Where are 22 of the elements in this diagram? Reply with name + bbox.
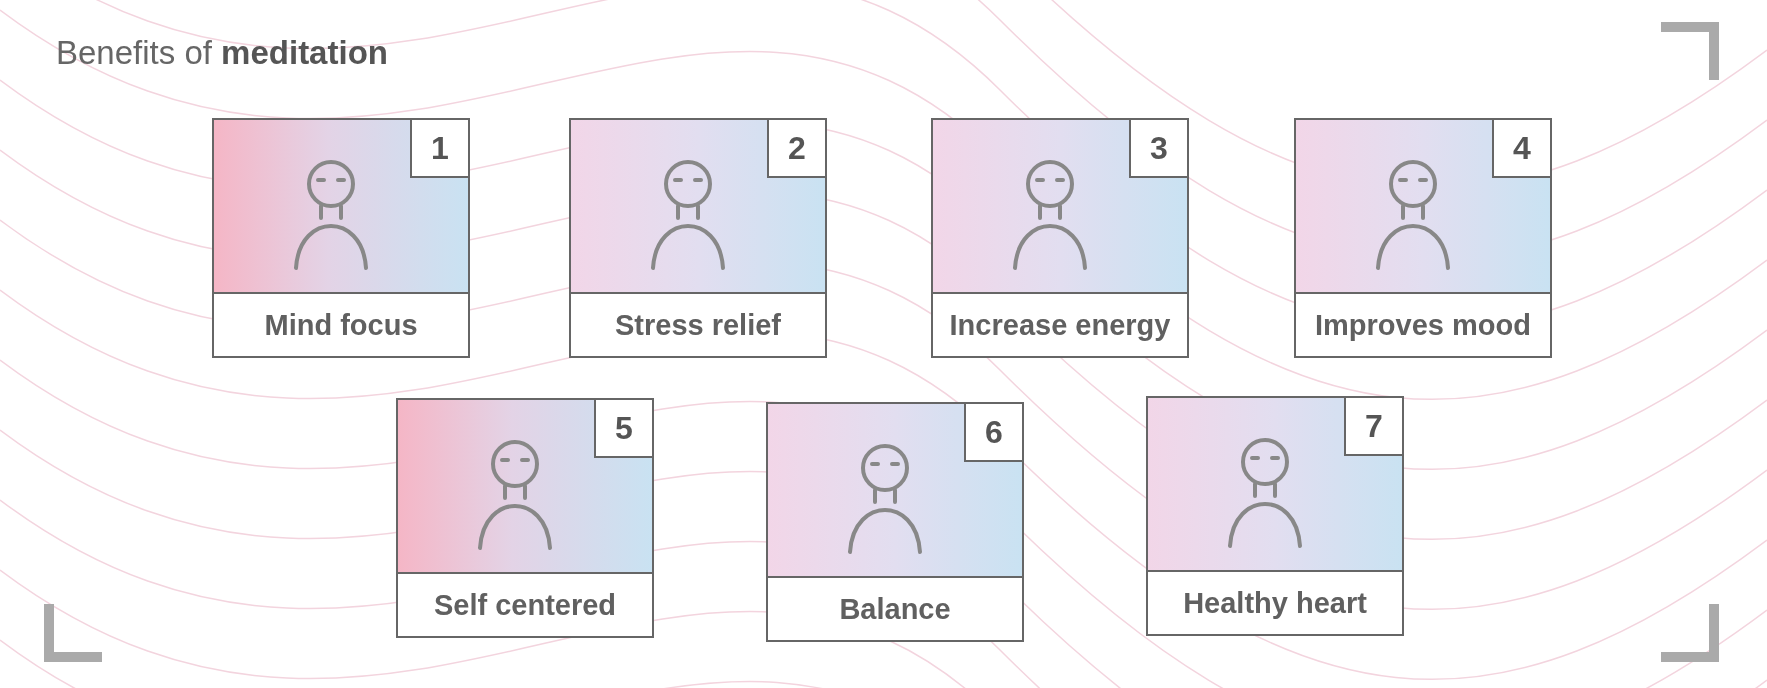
benefit-label: Stress relief — [569, 292, 827, 358]
number-label: 6 — [964, 402, 1024, 462]
benefit-label: Balance — [766, 576, 1024, 642]
benefit-label: Improves mood — [1294, 292, 1552, 358]
benefit-label: Healthy heart — [1146, 570, 1404, 636]
benefit-card — [569, 118, 827, 358]
number-label: 5 — [594, 398, 654, 458]
number-label: 1 — [410, 118, 470, 178]
benefit-card — [212, 118, 470, 358]
number-label: 3 — [1129, 118, 1189, 178]
benefit-card — [1146, 396, 1404, 636]
title: Benefits of meditation — [56, 34, 388, 72]
benefit-label: Self centered — [396, 572, 654, 638]
number-label: 7 — [1344, 396, 1404, 456]
benefit-label: Increase energy — [931, 292, 1189, 358]
number-label: 4 — [1492, 118, 1552, 178]
benefit-card — [766, 402, 1024, 642]
benefit-card — [1294, 118, 1552, 358]
number-label: 2 — [767, 118, 827, 178]
benefit-label: Mind focus — [212, 292, 470, 358]
benefit-card — [931, 118, 1189, 358]
benefit-card — [396, 398, 654, 638]
